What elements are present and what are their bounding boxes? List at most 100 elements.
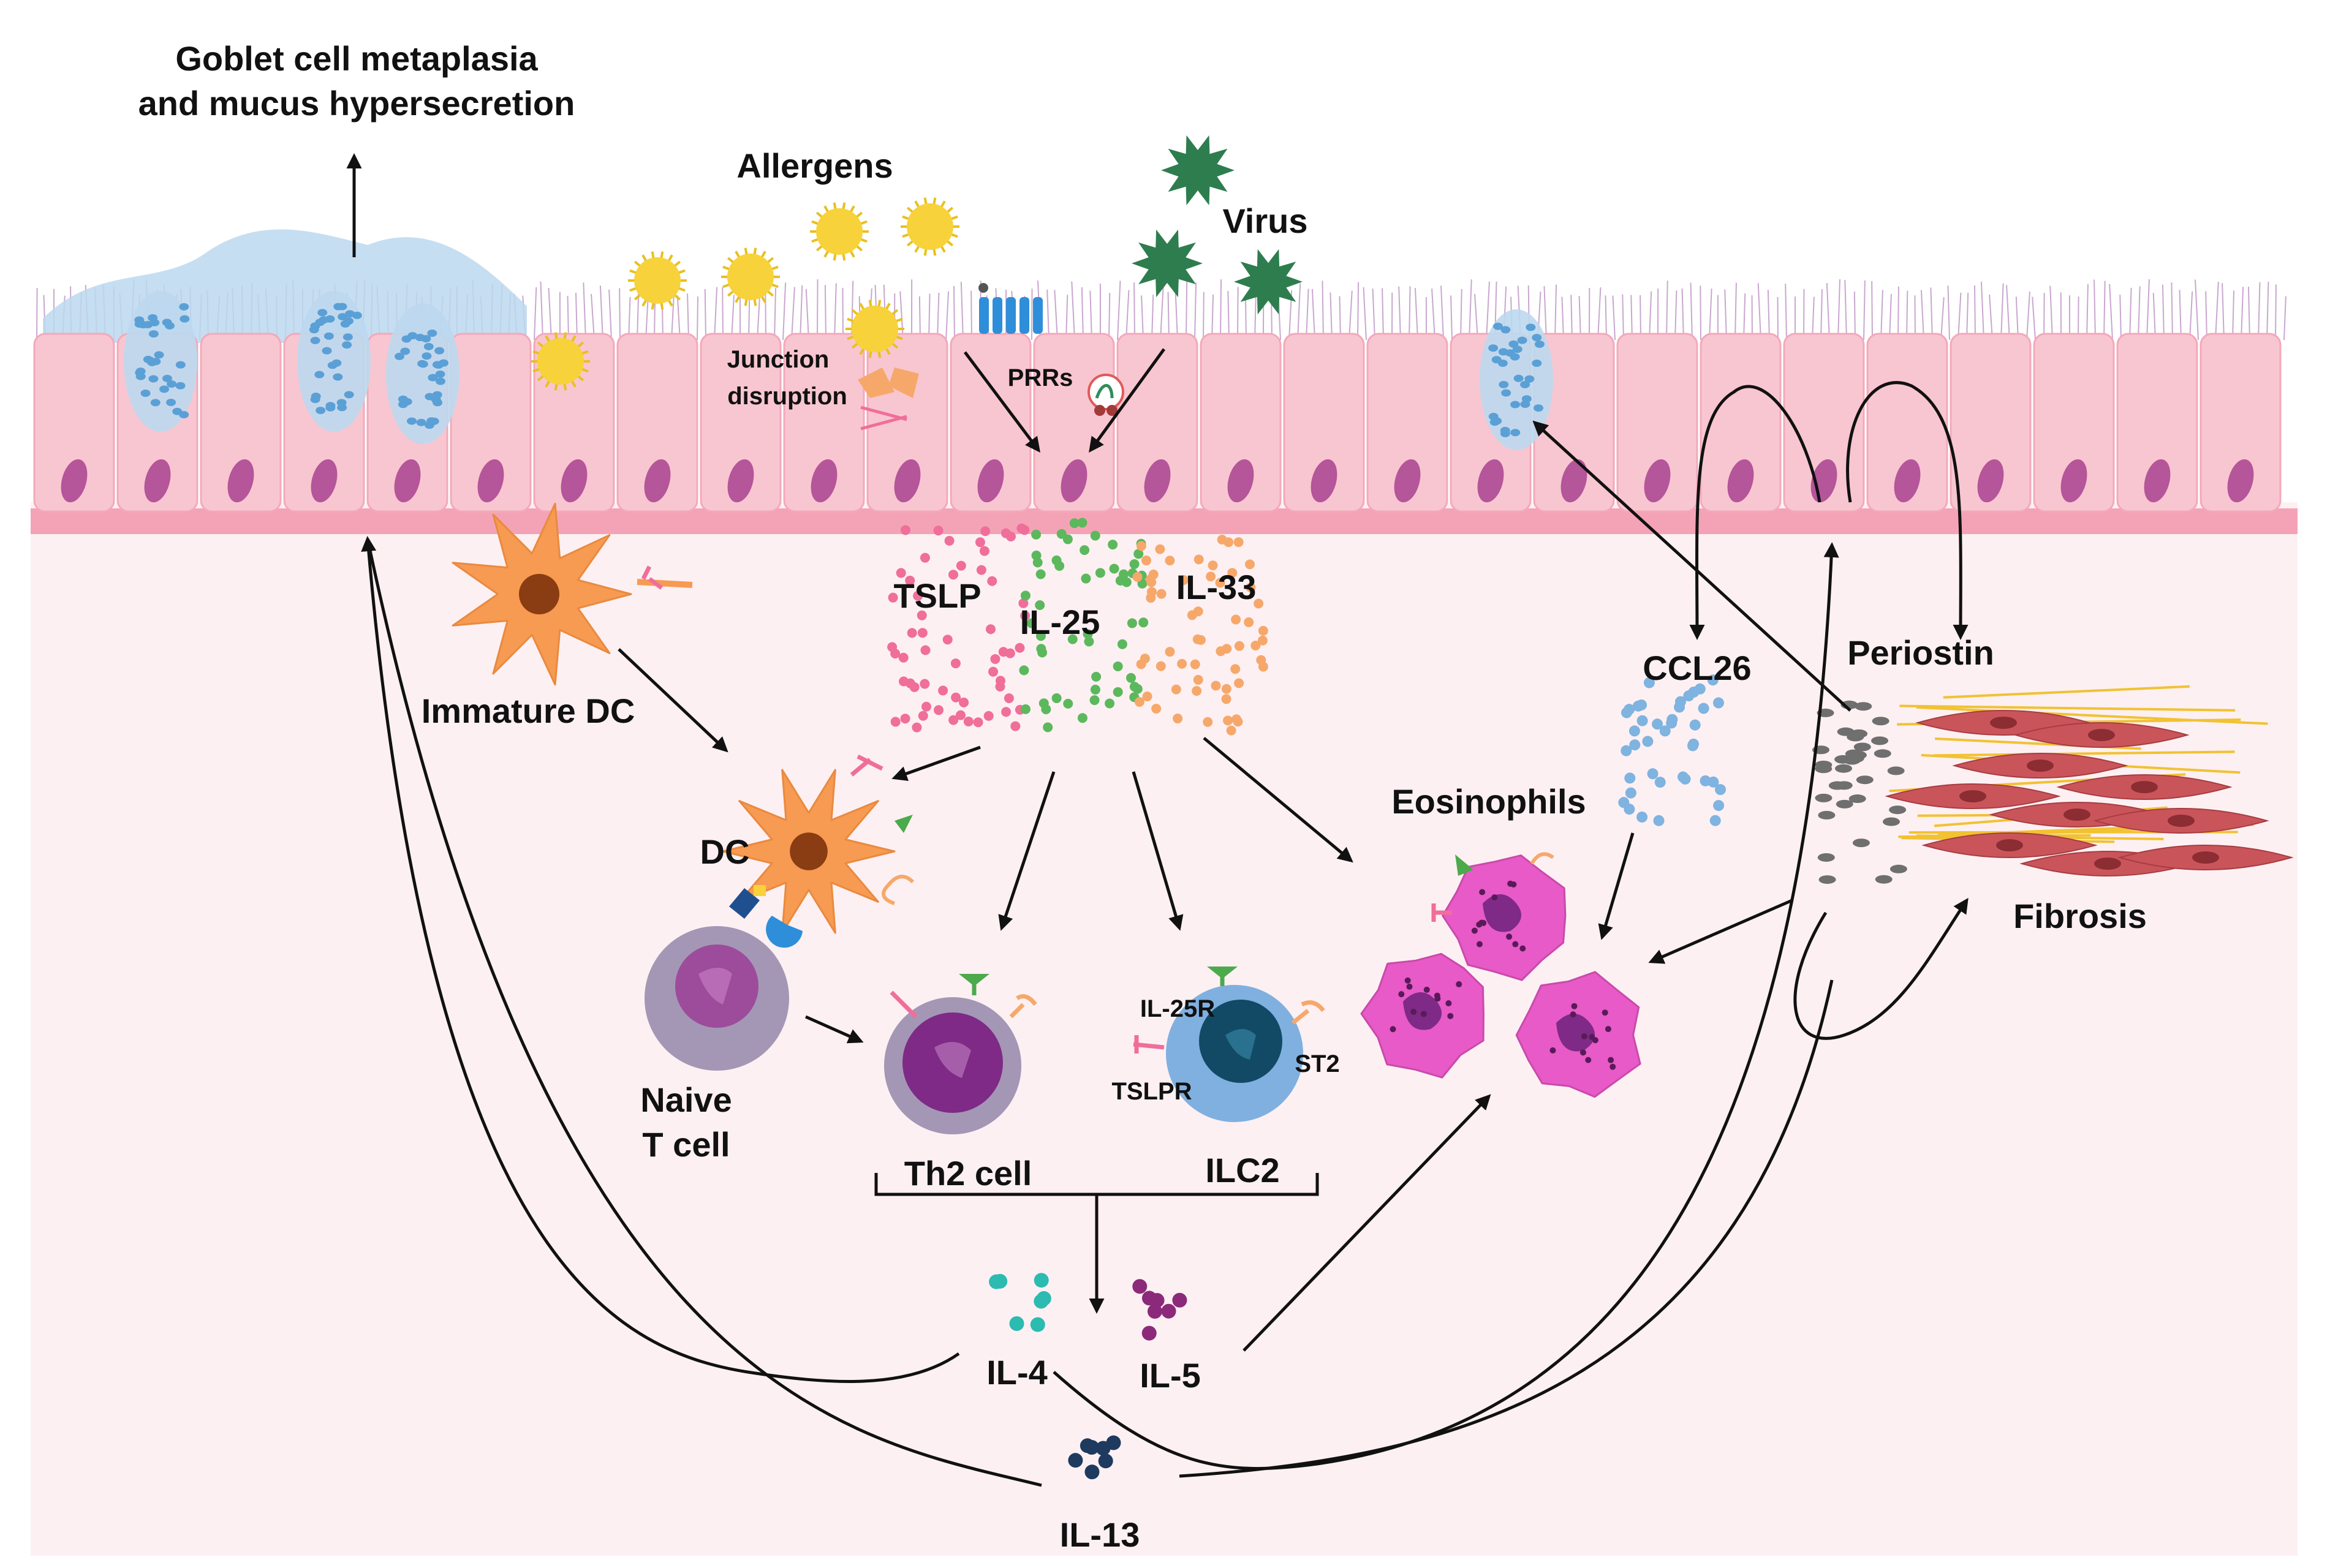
allergen-body — [852, 306, 898, 352]
tslp-dot — [956, 560, 966, 571]
ccl26-dot — [1636, 811, 1648, 823]
tslp-dot — [995, 676, 1005, 686]
arrow-cytokine-to-ilc2 — [1132, 771, 1184, 931]
cilium — [671, 295, 675, 341]
il5-dot — [1172, 1292, 1187, 1308]
il25-dot — [1129, 559, 1140, 570]
cilium — [1578, 296, 1581, 341]
cilium — [1311, 288, 1315, 341]
tslp-dot — [938, 685, 948, 696]
cilium — [970, 290, 972, 341]
label-junction-line2: disruption — [727, 383, 847, 410]
il5-dot — [1161, 1303, 1176, 1319]
allergen-spike — [545, 380, 551, 388]
periostin-dot — [1828, 781, 1846, 790]
cilium — [1709, 288, 1712, 341]
cilium — [1474, 293, 1478, 341]
tslp-dot — [934, 705, 944, 715]
mucus-granule — [336, 399, 347, 407]
tslp-dot — [1000, 528, 1011, 538]
cilium — [1133, 282, 1135, 341]
cilium — [899, 291, 904, 341]
cilium — [1844, 280, 1847, 341]
il25-dot — [1080, 545, 1090, 556]
cell-nucleus — [977, 459, 1004, 503]
il33-dot — [1165, 647, 1175, 657]
tslp-dot — [1004, 693, 1014, 703]
eosinophil-granule — [1406, 983, 1413, 990]
eosinophil-granule — [1447, 1012, 1454, 1019]
cilium — [800, 285, 803, 341]
il33-dot — [1187, 610, 1197, 620]
il25-dot — [1117, 639, 1127, 649]
virus — [1234, 249, 1303, 315]
eosinophil-granule — [1476, 941, 1483, 948]
mucus-granule — [407, 417, 417, 425]
collagen-fiber — [1943, 685, 2190, 699]
fibroblast-nucleus — [1990, 717, 2017, 729]
th2-cell — [884, 974, 1037, 1134]
allergen-spike — [906, 239, 914, 247]
mucus-granule — [431, 396, 441, 404]
cilium — [2162, 284, 2165, 341]
epithelial-cell — [1283, 333, 1365, 513]
il25-dot — [1067, 634, 1078, 644]
epithelial-cell — [2116, 333, 2198, 513]
allergen-spike — [722, 265, 730, 271]
allergen-spike — [891, 309, 899, 316]
il25-dot — [1069, 518, 1080, 529]
eosinophil-granule — [1410, 1008, 1417, 1015]
mucus-granule — [1513, 374, 1524, 382]
cilium — [1167, 292, 1170, 341]
tslp-dot — [905, 575, 915, 586]
mucus-granule — [150, 399, 161, 407]
cilium — [953, 286, 955, 341]
periostin-dot — [1847, 733, 1864, 742]
fibroblast-nucleus — [2192, 851, 2219, 864]
tslp-dot — [987, 576, 997, 586]
cell-nucleus — [1727, 459, 1754, 503]
eosinophil-granule — [1589, 1033, 1595, 1040]
arrow-naive-to-th2 — [804, 1015, 864, 1044]
eosinophil-granule — [1549, 1047, 1556, 1054]
mucus-granule — [317, 309, 328, 317]
mucus-granule — [159, 385, 170, 393]
il33-dot — [1234, 678, 1244, 688]
il25-dot — [1138, 617, 1149, 628]
tslp-dot — [950, 658, 961, 669]
tslp-dot — [963, 716, 974, 726]
tslp-dot — [896, 568, 906, 578]
fibroblast-nucleus — [1959, 790, 1986, 802]
arrow-il4-to-right-epithelium — [1053, 542, 1839, 1471]
tslp-dot — [975, 537, 985, 548]
il25-dot — [1035, 569, 1046, 579]
allergen-spike — [815, 211, 823, 219]
label-fibrosis: Fibrosis — [2013, 897, 2147, 935]
mucus-granule — [1501, 389, 1511, 397]
cilium — [1785, 284, 1787, 341]
periostin-dot — [1815, 764, 1833, 774]
il33-dot — [1179, 575, 1189, 586]
epithelial-cell — [1616, 333, 1698, 513]
il33-dot — [1141, 556, 1152, 566]
mucus-granule — [143, 355, 153, 363]
cilium — [1690, 282, 1693, 341]
eosinophil-granule — [1570, 1011, 1576, 1018]
cilium — [1930, 287, 1933, 341]
cilium — [1940, 296, 1945, 341]
cilium — [1640, 295, 1641, 341]
tslp-dot — [973, 717, 983, 728]
cilium — [1151, 294, 1154, 341]
tslp-dot — [1019, 525, 1030, 535]
label-il5: IL-5 — [1140, 1356, 1201, 1395]
il25-dot — [1133, 549, 1144, 559]
cilium — [1194, 282, 1197, 341]
periostin-dot — [1815, 793, 1833, 802]
arrow-immature-to-dc — [618, 648, 728, 753]
cilium — [1597, 287, 1602, 341]
cilium — [1363, 287, 1367, 341]
mucus-granule — [140, 389, 151, 397]
cell-nucleus — [311, 459, 338, 503]
il13-dot — [1106, 1435, 1121, 1450]
